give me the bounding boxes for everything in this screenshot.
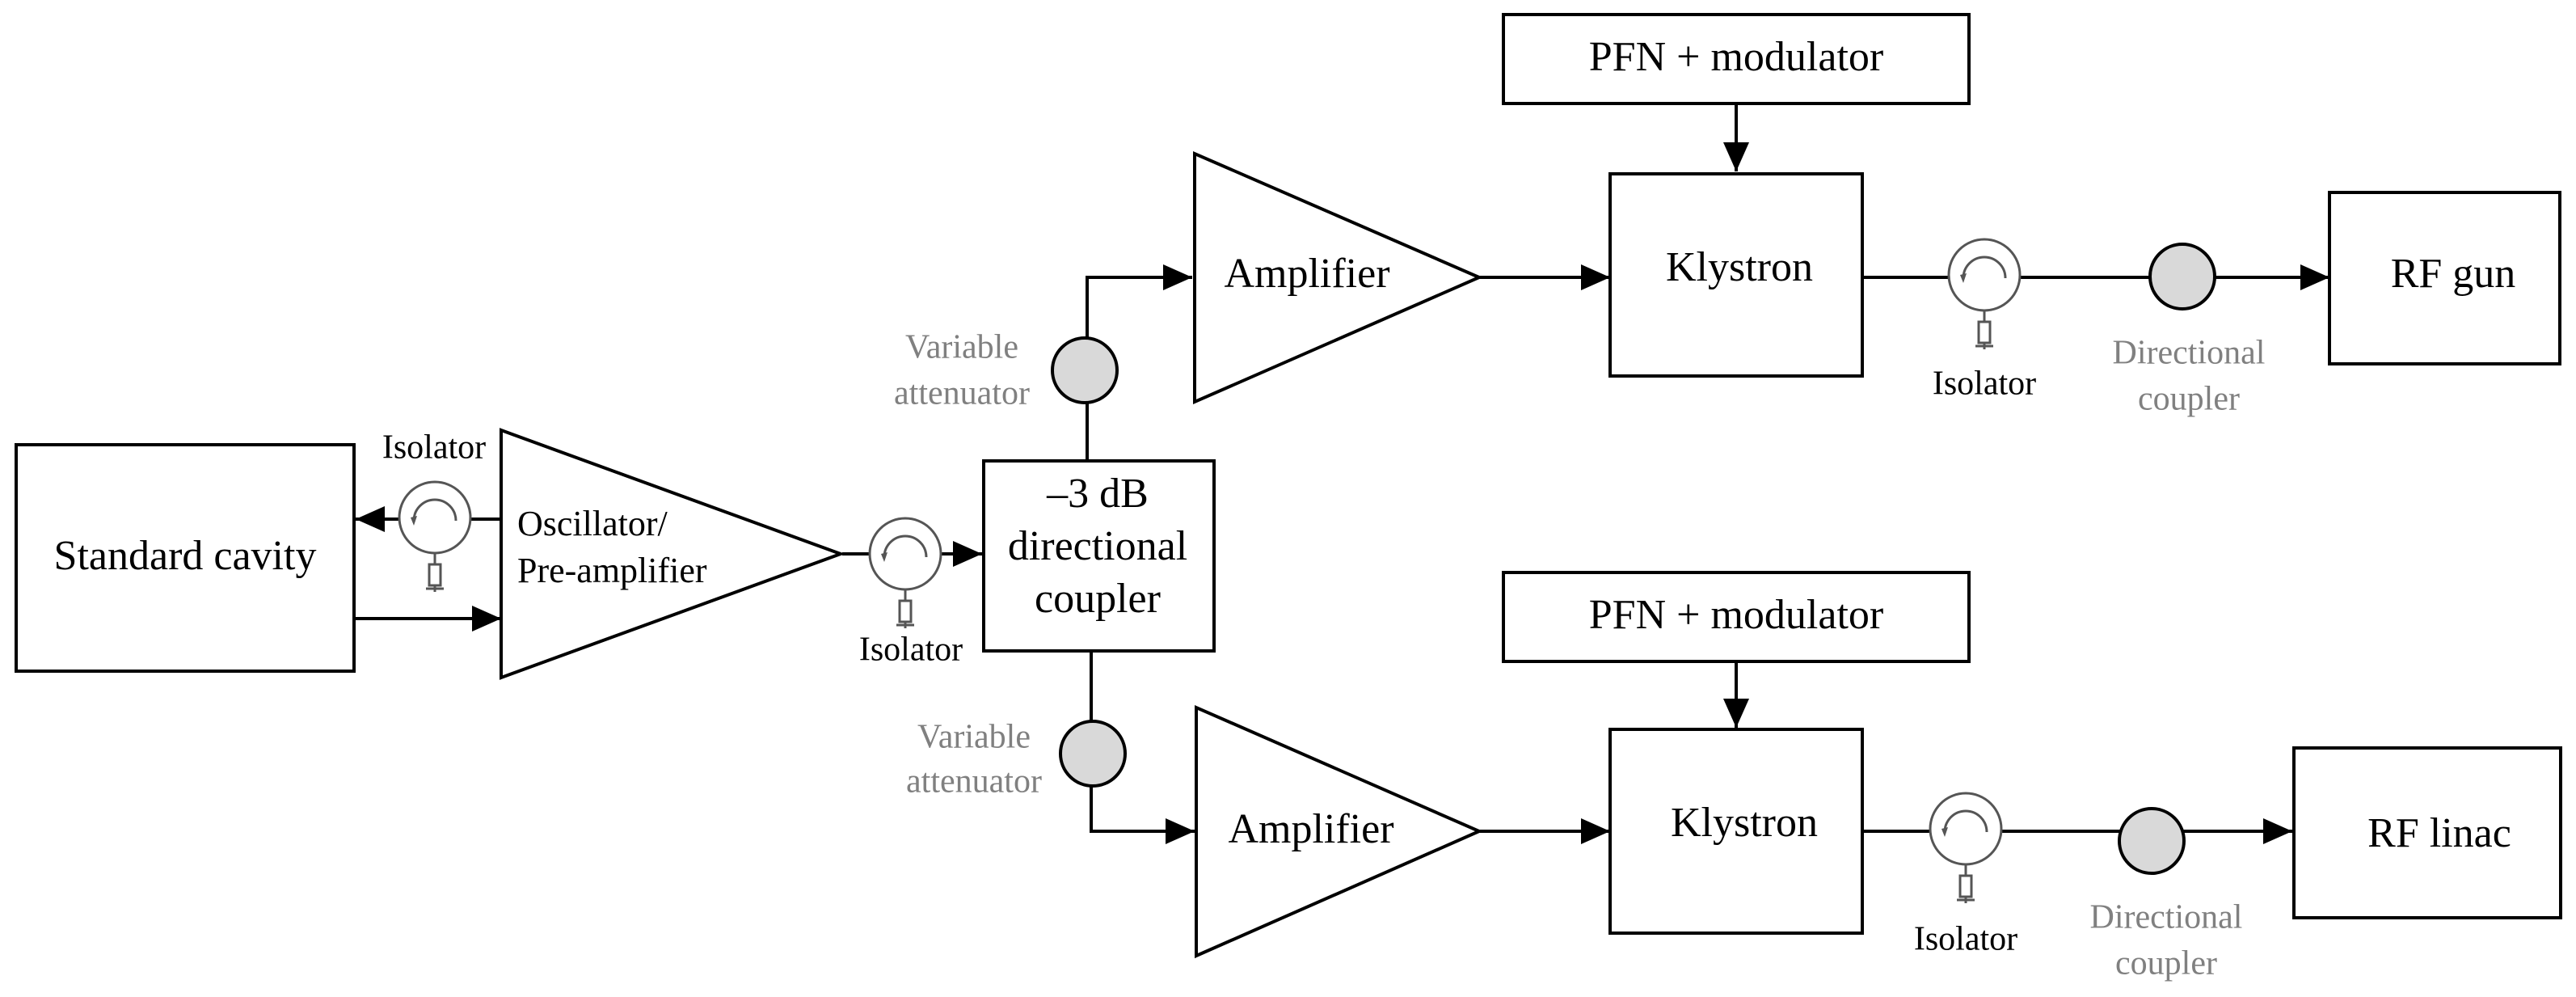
var-att-bottom-label-line1: Variable	[917, 719, 1031, 756]
var-att-bottom-label-line2: attenuator	[906, 763, 1042, 801]
variable-attenuator-bottom-icon	[1059, 720, 1127, 788]
rf-linac-label: RF linac	[2367, 810, 2511, 856]
var-att-top-label-line1: Variable	[905, 329, 1018, 366]
oscillator-label: Oscillator/	[517, 504, 668, 543]
dir-coupler-top-label-line1: Directional	[2113, 335, 2266, 372]
isolator-osc-label: Isolator	[859, 632, 963, 669]
coupler-3db-label-line3: coupler	[1035, 576, 1161, 622]
amplifier-bottom-block: Amplifier	[1195, 704, 1483, 959]
coupler-3db-label-line2: directional	[1008, 523, 1187, 569]
coupler-3db-block: –3 dB directional coupler	[982, 459, 1216, 653]
pfn-modulator-bottom-block: PFN + modulator	[1502, 571, 1971, 663]
coupler-3db-label-line1: –3 dB	[1046, 471, 1149, 517]
pfn-top-label: PFN + modulator	[1589, 34, 1883, 80]
klystron-top-block: Klystron	[1608, 172, 1864, 378]
pfn-modulator-top-block: PFN + modulator	[1502, 13, 1971, 105]
isolator-osc-icon	[868, 517, 942, 630]
klystron-bottom-block: Klystron	[1608, 728, 1864, 935]
directional-coupler-top-icon	[2148, 243, 2216, 311]
oscillator-preamplifier-block: Oscillator/ Pre-amplifier	[500, 428, 845, 680]
isolator-bottom-label: Isolator	[1914, 921, 2017, 958]
klystron-bottom-label: Klystron	[1671, 800, 1818, 846]
rf-gun-block: RF gun	[2328, 191, 2561, 365]
pfn-bottom-label: PFN + modulator	[1589, 592, 1883, 638]
amplifier-top-label: Amplifier	[1224, 251, 1389, 297]
standard-cavity-label: Standard cavity	[54, 533, 317, 579]
rf-gun-label: RF gun	[2391, 251, 2516, 297]
isolator-top-icon	[1947, 238, 2022, 351]
preamplifier-label: Pre-amplifier	[517, 551, 707, 590]
dir-coupler-bottom-label-line2: coupler	[2115, 945, 2217, 982]
amplifier-bottom-label: Amplifier	[1228, 806, 1393, 852]
dir-coupler-top-label-line2: coupler	[2138, 381, 2240, 418]
directional-coupler-bottom-icon	[2118, 807, 2186, 875]
amplifier-top-block: Amplifier	[1193, 150, 1484, 405]
rf-linac-block: RF linac	[2292, 746, 2562, 919]
isolator-cavity-icon	[398, 480, 472, 594]
wire-coupler-to-amp-bottom	[1090, 651, 1195, 844]
isolator-top-label: Isolator	[1933, 365, 2036, 403]
variable-attenuator-top-icon	[1051, 336, 1119, 404]
isolator-bottom-icon	[1929, 792, 2003, 905]
klystron-top-label: Klystron	[1666, 244, 1813, 290]
connections	[356, 104, 2329, 844]
dir-coupler-bottom-label-line1: Directional	[2090, 899, 2243, 936]
standard-cavity-block: Standard cavity	[15, 443, 356, 673]
var-att-top-label-line2: attenuator	[894, 375, 1030, 412]
isolator-cavity-label: Isolator	[382, 429, 486, 467]
